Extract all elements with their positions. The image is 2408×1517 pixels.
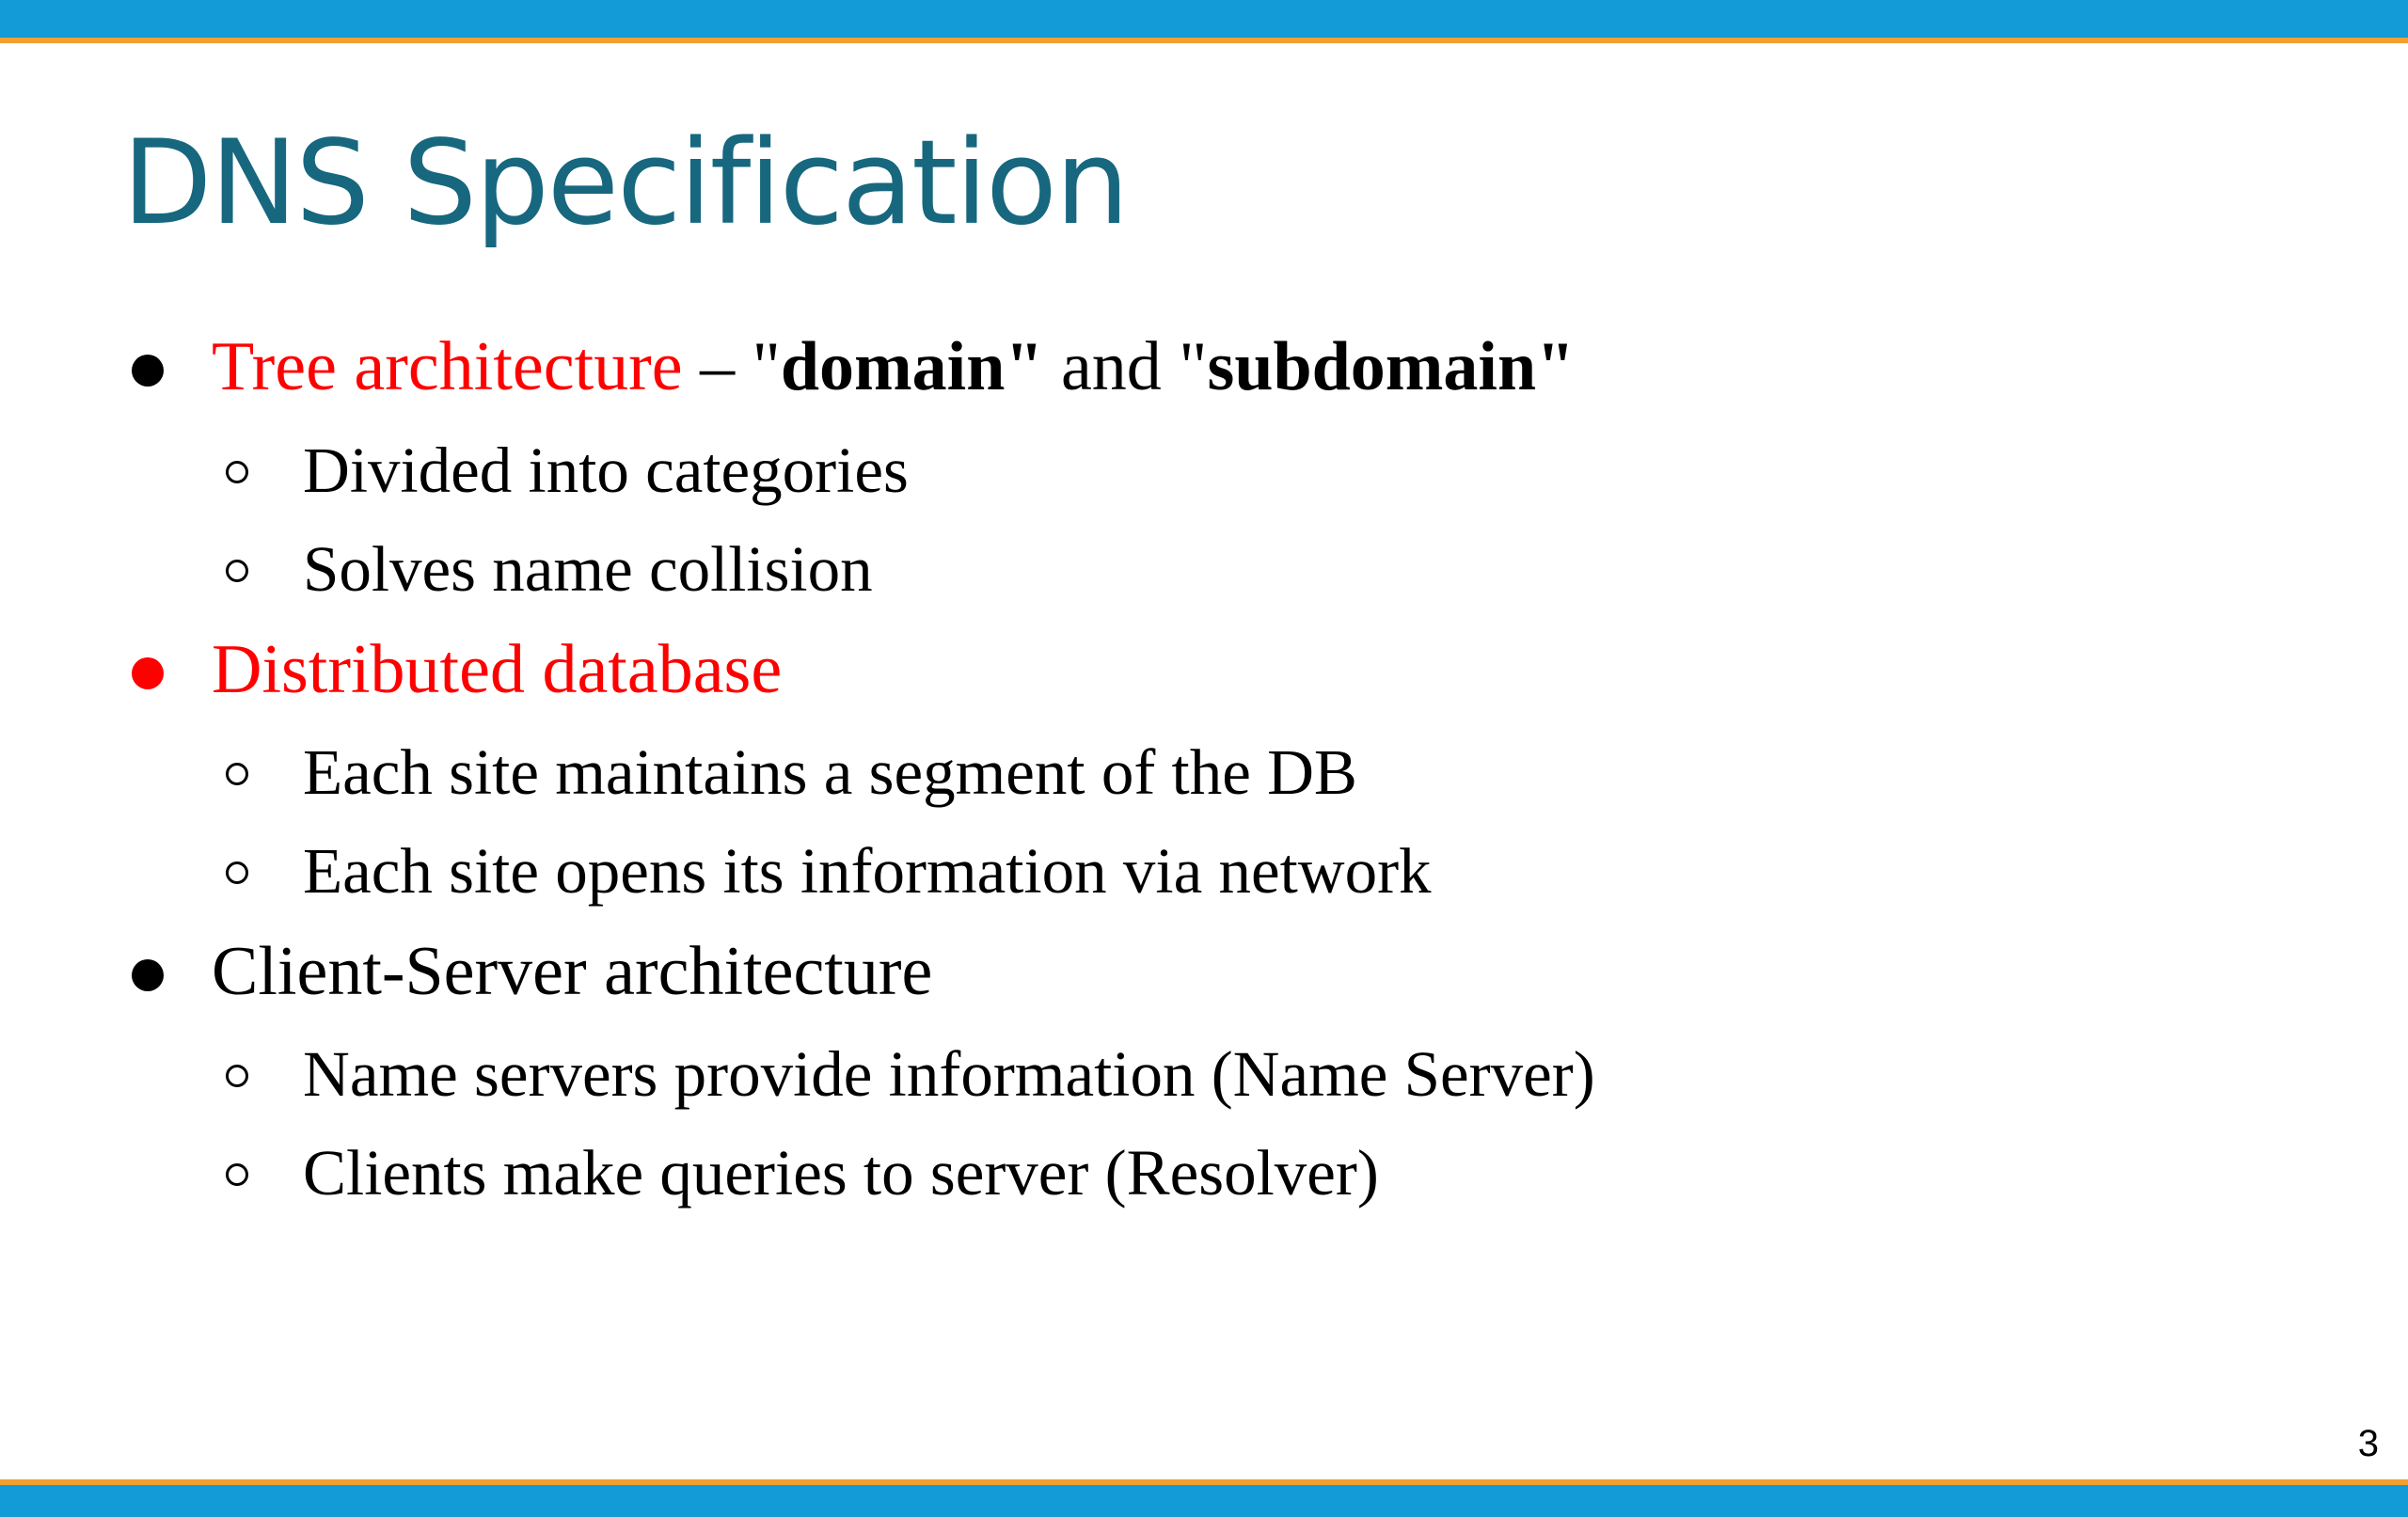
sub-bullet-text: Solves name collision — [303, 533, 873, 605]
bullet-text: Client-Server architecture — [212, 933, 933, 1010]
bullet-dot-icon — [132, 959, 164, 991]
bullet-item-client-server: Client-Server architecture — [132, 924, 933, 1019]
sub-bullet-item: Clients make queries to server (Resolver… — [226, 1126, 1379, 1220]
sub-bullet-item: Each site opens its information via netw… — [226, 824, 1432, 918]
bullet-dot-icon — [132, 657, 164, 689]
sub-bullet-item: Solves name collision — [226, 522, 873, 616]
top-accent-stripe — [0, 38, 2408, 43]
slide-title: DNS Specification — [122, 116, 1129, 251]
sub-bullet-text: Each site opens its information via netw… — [303, 835, 1432, 907]
page-number: 3 — [2357, 1423, 2379, 1464]
sub-bullet-text: Name servers provide information (Name S… — [303, 1038, 1595, 1110]
hollow-circle-bullet-icon — [226, 1065, 248, 1087]
sub-bullet-item: Divided into categories — [226, 423, 909, 517]
hollow-circle-bullet-icon — [226, 763, 248, 785]
bullet-text: Distributed database — [212, 631, 783, 708]
bullet-dash-text: – " — [682, 328, 781, 405]
bullet-item-tree-architecture: Tree architecture – "domain" and "subdom… — [132, 320, 1576, 414]
sub-bullet-item: Each site maintains a segment of the DB — [226, 725, 1357, 819]
sub-bullet-item: Name servers provide information (Name S… — [226, 1027, 1595, 1121]
sub-bullet-text: Clients make queries to server (Resolver… — [303, 1137, 1379, 1209]
top-accent-bar — [0, 0, 2408, 38]
bullet-highlight-text: Tree architecture — [212, 328, 683, 405]
hollow-circle-bullet-icon — [226, 461, 248, 483]
bullet-dot-icon — [132, 355, 164, 387]
bullet-and-text: and " — [1043, 328, 1208, 405]
bottom-accent-stripe — [0, 1479, 2408, 1485]
sub-bullet-text: Each site maintains a segment of the DB — [303, 736, 1357, 808]
hollow-circle-bullet-icon — [226, 861, 248, 884]
bullet-bold-domain: domain" — [780, 328, 1044, 405]
hollow-circle-bullet-icon — [226, 1163, 248, 1186]
bullet-item-distributed-database: Distributed database — [132, 623, 783, 717]
bottom-accent-bar — [0, 1485, 2408, 1517]
hollow-circle-bullet-icon — [226, 560, 248, 582]
sub-bullet-text: Divided into categories — [303, 435, 909, 506]
bullet-bold-subdomain: subdomain" — [1207, 328, 1576, 405]
